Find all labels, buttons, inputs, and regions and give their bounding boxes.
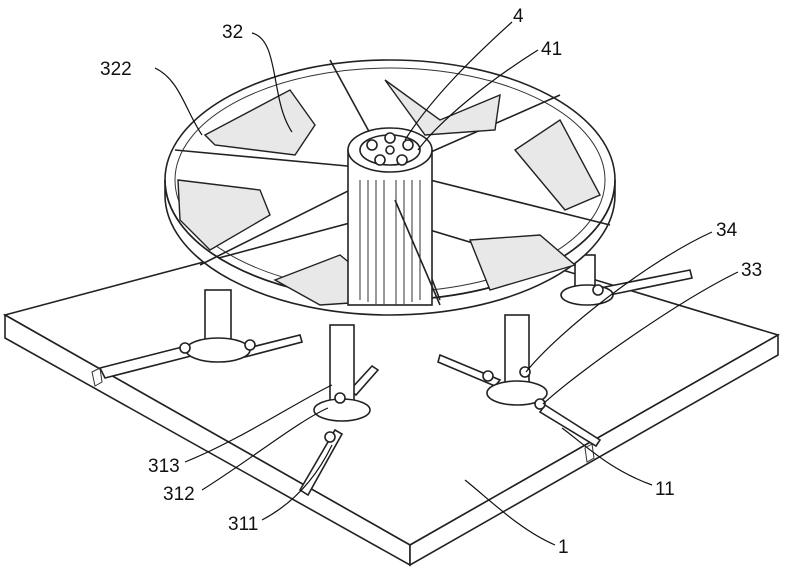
- label-34: 34: [716, 220, 738, 241]
- label-1: 1: [558, 537, 569, 558]
- reference-labels: 32 322 4 41 34 33 313 312 311 11 1: [100, 6, 762, 558]
- central-hub: [347, 127, 441, 306]
- label-41: 41: [541, 39, 562, 60]
- label-4: 4: [513, 6, 524, 27]
- label-32: 32: [222, 22, 243, 43]
- leader-lines: [154, 21, 739, 546]
- legs: [179, 254, 614, 443]
- label-11: 11: [655, 479, 675, 500]
- label-313: 313: [148, 456, 180, 477]
- label-312: 312: [163, 484, 195, 505]
- label-33: 33: [741, 260, 762, 281]
- label-311: 311: [228, 514, 258, 535]
- label-322: 322: [100, 59, 132, 80]
